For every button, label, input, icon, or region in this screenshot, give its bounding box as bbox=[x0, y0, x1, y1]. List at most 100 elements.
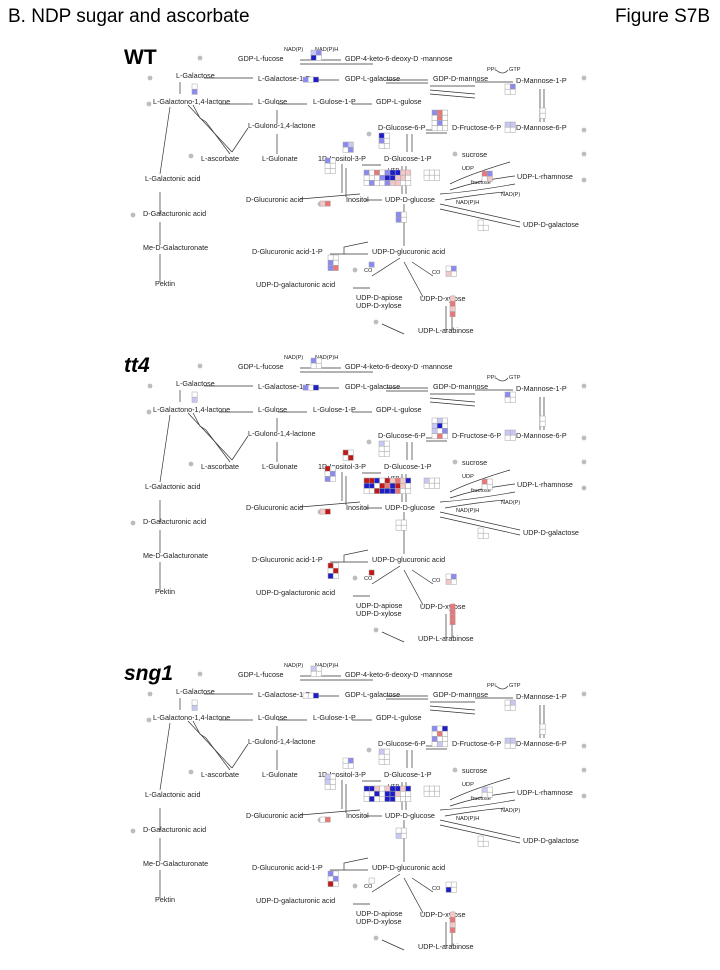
expression-cell bbox=[428, 174, 435, 181]
metabolite-label: UDP-D-xylose bbox=[420, 910, 466, 919]
metabolite-node bbox=[581, 151, 587, 157]
expression-cell bbox=[368, 796, 375, 802]
expression-cell bbox=[310, 362, 317, 369]
metabolite-label: GDP-L-galactose bbox=[345, 74, 400, 83]
reaction-edge bbox=[371, 565, 401, 585]
expression-cell bbox=[431, 109, 438, 116]
expression-heatmap bbox=[481, 786, 493, 798]
expression-cell bbox=[405, 169, 412, 176]
expression-cell bbox=[327, 573, 334, 579]
expression-heatmap bbox=[449, 295, 456, 318]
expression-cell bbox=[379, 482, 386, 489]
expression-cell bbox=[445, 265, 452, 272]
metabolite-label: sucrose bbox=[462, 150, 487, 159]
metabolite-label: UDP-D-galacturonic acid bbox=[256, 896, 335, 905]
expression-cell bbox=[486, 786, 493, 793]
expression-heatmap bbox=[431, 417, 448, 440]
metabolite-label: UDP-D-glucose bbox=[385, 195, 435, 204]
expression-cell bbox=[434, 790, 440, 797]
expression-cell bbox=[442, 109, 448, 116]
metabolite-label: D-Glucose-1-P bbox=[384, 462, 432, 471]
metabolite-label: UDP-D-galacturonic acid bbox=[256, 280, 335, 289]
metabolite-label: NAD(P) bbox=[284, 47, 303, 53]
metabolite-label: UDP-L-rhamnose bbox=[517, 788, 573, 797]
metabolite-node bbox=[452, 151, 458, 157]
metabolite-node bbox=[352, 883, 358, 889]
metabolite-label: Me-D-Galacturonate bbox=[143, 859, 208, 868]
metabolite-node bbox=[197, 671, 203, 677]
expression-cell bbox=[504, 83, 511, 90]
expression-heatmap bbox=[327, 562, 339, 579]
metabolite-label: D-Galacturonic acid bbox=[143, 517, 206, 526]
metabolite-label: L-Galactono-1,4-lactone bbox=[153, 97, 230, 106]
reaction-edge bbox=[429, 393, 476, 407]
expression-cell bbox=[431, 417, 438, 424]
reaction-edge bbox=[439, 491, 516, 503]
expression-cell bbox=[400, 211, 407, 218]
expression-cell bbox=[329, 470, 336, 477]
expression-cell bbox=[329, 784, 336, 790]
metabolite-node bbox=[197, 55, 203, 61]
expression-cell bbox=[477, 840, 484, 847]
metabolite-node bbox=[188, 153, 194, 159]
expression-cell bbox=[442, 422, 448, 429]
reaction-edge bbox=[449, 175, 516, 191]
metabolite-label: NAD(P)H bbox=[315, 47, 338, 53]
expression-cell bbox=[378, 143, 385, 149]
metabolite-label: D-Glucose-1-P bbox=[384, 154, 432, 163]
metabolite-label: GDP-L-fucose bbox=[238, 362, 284, 371]
expression-cell bbox=[436, 725, 443, 732]
expression-cell bbox=[374, 174, 380, 181]
expression-cell bbox=[324, 816, 331, 823]
metabolite-node bbox=[581, 459, 587, 465]
expression-cell bbox=[539, 728, 546, 735]
expression-cell bbox=[394, 488, 401, 494]
expression-cell bbox=[315, 362, 322, 369]
expression-cell bbox=[405, 790, 412, 797]
expression-cell bbox=[327, 259, 334, 266]
metabolite-label: L-ascorbate bbox=[201, 462, 239, 471]
expression-cell bbox=[442, 428, 448, 434]
metabolite-label: sucrose bbox=[462, 766, 487, 775]
expression-cell bbox=[395, 524, 402, 531]
expression-cell bbox=[539, 112, 546, 119]
expression-cell bbox=[509, 737, 516, 744]
expression-cell bbox=[428, 785, 435, 792]
metabolite-label: UDP-D-glucuronic acid bbox=[372, 247, 445, 256]
reaction-edge bbox=[371, 873, 401, 893]
reaction-edge bbox=[192, 104, 231, 155]
reaction-edge bbox=[411, 877, 434, 893]
metabolite-label: D-Glucuronic acid-1-P bbox=[252, 247, 323, 256]
expression-heatmap bbox=[481, 478, 493, 490]
metabolite-label: CO bbox=[432, 270, 441, 276]
metabolite-node bbox=[581, 127, 587, 133]
expression-cell bbox=[400, 216, 407, 223]
expression-cell bbox=[509, 88, 516, 95]
expression-cell bbox=[405, 488, 412, 494]
panel-title: WT bbox=[124, 46, 157, 69]
metabolite-label: L-Gulose bbox=[258, 713, 287, 722]
expression-cell bbox=[327, 567, 334, 574]
expression-cell bbox=[368, 482, 375, 489]
expression-heatmap bbox=[504, 83, 516, 95]
metabolite-node bbox=[147, 383, 153, 389]
expression-cell bbox=[384, 482, 391, 489]
metabolite-node bbox=[366, 439, 372, 445]
metabolite-node bbox=[366, 131, 372, 137]
metabolite-label: D-Mannose-6-P bbox=[516, 123, 567, 132]
metabolite-node bbox=[146, 101, 152, 107]
reaction-edge bbox=[495, 685, 509, 690]
expression-cell bbox=[449, 603, 456, 610]
expression-cell bbox=[423, 790, 430, 797]
metabolite-label: 1D-Inositol-3-P bbox=[318, 462, 366, 471]
expression-cell bbox=[379, 169, 386, 176]
metabolite-label: GDP-L-gulose bbox=[376, 405, 422, 414]
metabolite-label: L-Gulonate bbox=[262, 462, 298, 471]
metabolite-node bbox=[581, 75, 587, 81]
expression-cell bbox=[191, 88, 198, 95]
expression-cell bbox=[445, 578, 452, 585]
metabolite-label: L-Galactose bbox=[176, 379, 215, 388]
metabolite-label: CO bbox=[432, 578, 441, 584]
expression-cell bbox=[332, 259, 339, 266]
